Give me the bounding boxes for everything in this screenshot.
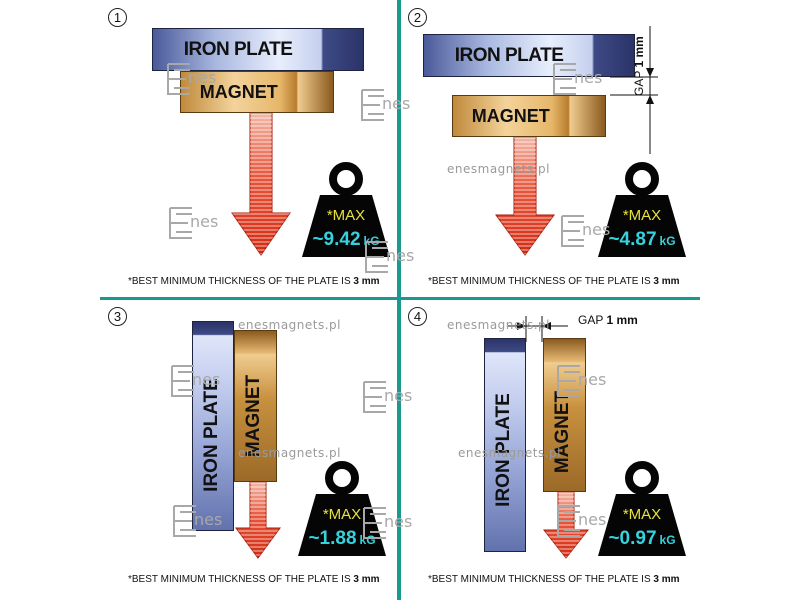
max-label-1: *MAX [327,207,365,224]
logo-text: nes [194,510,223,529]
watermark-url: enesmagnets.pl [238,446,341,460]
panel-number-2: 2 [408,8,427,27]
logo-text: nes [190,212,219,231]
logo-text: nes [192,370,221,389]
force-value-2: ~4.87 [608,229,656,250]
panel-number-4: 4 [408,307,427,326]
weight-icon-4: *MAX ~0.97 kG [598,461,686,556]
iron-plate-label-2: IRON PLATE [454,44,564,66]
logo-e-icon [167,63,190,95]
vertical-divider [397,0,401,600]
logo-e-icon [557,505,580,537]
watermark-logo: nes [360,88,420,122]
logo-e-icon [561,215,584,247]
force-arrow-4 [542,492,590,559]
thickness-note-2: *BEST MINIMUM THICKNESS OF THE PLATE IS … [428,276,680,287]
thickness-note-text-3: *BEST MINIMUM THICKNESS OF THE PLATE IS [128,574,351,585]
watermark-url: enesmagnets.pl [447,162,550,176]
logo-text: nes [582,220,611,239]
thickness-note-3: *BEST MINIMUM THICKNESS OF THE PLATE IS … [128,574,380,585]
magnet-label-1: MAGNET [199,81,278,102]
logo-text: nes [384,512,413,531]
thickness-note-text-2: *BEST MINIMUM THICKNESS OF THE PLATE IS [428,276,651,287]
force-arrow-3 [235,482,281,559]
iron-plate-2: IRON PLATE [423,34,635,77]
thickness-note-value-2: 3 mm [653,276,680,287]
force-value-1: ~9.42 [312,229,360,250]
watermark-logo: nes [362,506,422,540]
logo-e-icon [363,507,386,539]
thickness-note-1: *BEST MINIMUM THICKNESS OF THE PLATE IS … [128,276,380,287]
watermark-logo: nes [170,364,230,398]
logo-e-icon [557,365,580,397]
logo-text: nes [384,386,413,405]
logo-text: nes [188,68,217,87]
logo-e-icon [173,505,196,537]
thickness-note-text-4: *BEST MINIMUM THICKNESS OF THE PLATE IS [428,574,651,585]
force-unit-2: kG [660,234,676,248]
force-arrow-1 [231,113,291,256]
watermark-logo: nes [556,504,616,538]
logo-e-icon [365,241,388,273]
panel-number-3: 3 [108,307,127,326]
watermark-url: enesmagnets.pl [238,318,341,332]
iron-plate-label-1: IRON PLATE [183,38,293,60]
logo-e-icon [363,381,386,413]
watermark-url: enesmagnets.pl [458,446,561,460]
gap-label-2: GAP 1 mm [632,36,646,96]
horizontal-divider [100,297,700,300]
gap-text-4: GAP [578,313,604,327]
gap-text-2: GAP [632,70,646,96]
force-arrow-2 [495,137,555,256]
watermark-logo: nes [560,214,620,248]
magnet-label-2: MAGNET [471,105,550,126]
magnet-3 [234,330,277,482]
logo-e-icon [171,365,194,397]
logo-text: nes [382,94,411,113]
force-unit-4: kG [660,533,676,547]
gap-label-4: GAP 1 mm [578,313,638,327]
logo-text: nes [574,68,603,87]
magnet-2: MAGNET [452,95,606,137]
thickness-note-value-3: 3 mm [353,574,380,585]
watermark-logo: nes [552,62,612,96]
thickness-note-4: *BEST MINIMUM THICKNESS OF THE PLATE IS … [428,574,680,585]
magnet-4 [543,338,586,492]
watermark-logo: nes [172,504,232,538]
force-value-4: ~0.97 [608,528,656,549]
logo-text: nes [578,370,607,389]
gap-value-2: 1 mm [632,36,646,68]
logo-e-icon [361,89,384,121]
gap-marker-2 [610,26,658,154]
logo-e-icon [553,63,576,95]
gap-value-4: 1 mm [606,313,638,327]
watermark-logo: nes [364,240,424,274]
watermark-logo: nes [556,364,616,398]
max-label-3: *MAX [323,506,361,523]
iron-plate-3 [192,321,234,531]
watermark-url: enesmagnets.pl [447,318,550,332]
watermark-logo: nes [168,206,228,240]
max-label-2: *MAX [623,207,661,224]
max-label-4: *MAX [623,506,661,523]
logo-e-icon [169,207,192,239]
panel-number-1: 1 [108,8,127,27]
gap-marker-4 [508,316,568,342]
weight-icon-2: *MAX ~4.87 kG [598,162,686,257]
thickness-note-text-1: *BEST MINIMUM THICKNESS OF THE PLATE IS [128,276,351,287]
thickness-note-value-4: 3 mm [653,574,680,585]
thickness-note-value-1: 3 mm [353,276,380,287]
iron-plate-4 [484,338,526,552]
watermark-logo: nes [166,62,226,96]
watermark-logo: nes [362,380,422,414]
logo-text: nes [386,246,415,265]
force-value-3: ~1.88 [308,528,356,549]
logo-text: nes [578,510,607,529]
